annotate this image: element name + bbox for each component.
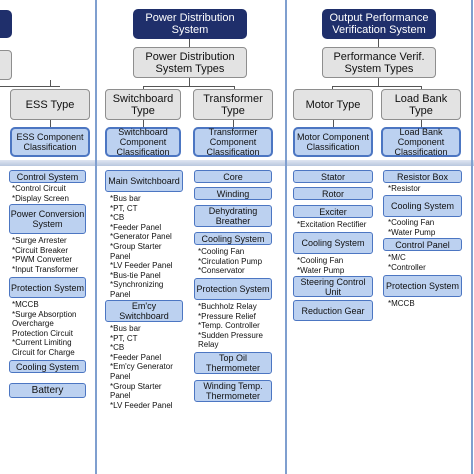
connector (378, 78, 379, 86)
ess-protection-system: Protection System (9, 277, 86, 298)
ess-component-classification: ESS Component Classification (10, 127, 90, 157)
transformer-core: Core (194, 170, 272, 183)
ess-protection-items: *MCCB *Surge Absorption Overcharge Prote… (12, 300, 77, 357)
connector (332, 86, 333, 89)
switchboard-type: Switchboard Type (105, 89, 181, 120)
motor-cooling-system: Cooling System (293, 232, 373, 254)
ess-power-conversion-system: Power Conversion System (9, 204, 86, 234)
ess-control-system: Control System (9, 170, 86, 183)
transformer-protection-items: *Buchholz Relay *Pressure Relief *Temp. … (198, 302, 263, 350)
loadbank-protection-system: Protection System (383, 275, 462, 297)
connector (143, 86, 235, 87)
motor-cooling-items: *Cooling Fan *Water Pump (297, 256, 345, 275)
ess-battery: Battery (9, 383, 86, 398)
connector (233, 120, 234, 127)
ess-type: ESS Type (10, 89, 90, 120)
motor-rotor: Rotor (293, 187, 373, 200)
output-verification-header: Output Performance Verification System (322, 9, 436, 39)
transformer-cooling-system: Cooling System (194, 232, 272, 245)
emcy-switchboard: Em'cy Switchboard (105, 300, 183, 322)
connector (378, 39, 379, 47)
transformer-winding: Winding (194, 187, 272, 200)
transformer-dehydrating-breather: Dehydrating Breather (194, 205, 272, 227)
connector (143, 120, 144, 127)
transformer-protection-system: Protection System (194, 278, 272, 300)
header-cutoff (0, 10, 12, 38)
connector (332, 86, 422, 87)
loadbank-resistor-box: Resistor Box (383, 170, 462, 183)
loadbank-type: Load Bank Type (381, 89, 461, 120)
power-distribution-types: Power Distribution System Types (133, 47, 247, 78)
motor-steering-control-unit: Steering Control Unit (293, 276, 373, 297)
connector (333, 120, 334, 127)
loadbank-control-panel: Control Panel (383, 238, 462, 251)
connector (189, 39, 190, 47)
main-switchboard: Main Switchboard (105, 170, 183, 192)
connector (189, 78, 190, 86)
transformer-top-oil-thermometer: Top Oil Thermometer (194, 352, 272, 374)
transformer-cooling-items: *Cooling Fan *Circulation Pump *Conserva… (198, 247, 263, 276)
column-divider (285, 0, 287, 474)
loadbank-resistor-items: *Resistor (388, 184, 421, 193)
loadbank-protection-items: *MCCB (388, 299, 415, 308)
loadbank-control-items: *M/C *Controller (388, 253, 426, 272)
motor-type: Motor Type (293, 89, 373, 120)
main-switchboard-items: *Bus bar *PT, CT *CB *Feeder Panel *Gene… (110, 194, 173, 299)
motor-exciter-items: *Excitation Rectifier (297, 220, 367, 229)
connector (421, 120, 422, 127)
ess-control-items: *Control Circuit *Display Screen (12, 184, 69, 203)
connector (234, 86, 235, 89)
section-separator (0, 160, 474, 166)
types-cutoff (0, 50, 12, 80)
connector (50, 120, 51, 127)
switchboard-component-classification: Switchboard Component Classification (105, 127, 181, 157)
loadbank-component-classification: Load Bank Component Classification (381, 127, 461, 157)
transformer-component-classification: Transformer Component Classification (193, 127, 273, 157)
column-divider (95, 0, 97, 474)
ess-cooling-system: Cooling System (9, 360, 86, 373)
connector (50, 80, 51, 87)
motor-reduction-gear: Reduction Gear (293, 300, 373, 321)
ess-power-conversion-items: *Surge Arrester *Circuit Breaker *PWM Co… (12, 236, 79, 274)
connector (143, 86, 144, 89)
motor-exciter: Exciter (293, 205, 373, 218)
loadbank-cooling-system: Cooling System (383, 195, 462, 217)
connector (421, 86, 422, 89)
connector (0, 86, 60, 87)
column-divider (471, 0, 473, 474)
loadbank-cooling-items: *Cooling Fan *Water Pump (388, 218, 436, 237)
transformer-type: Transformer Type (193, 89, 273, 120)
performance-verif-types: Performance Verif. System Types (322, 47, 436, 78)
transformer-winding-temp-thermometer: Winding Temp. Thermometer (194, 380, 272, 402)
power-distribution-header: Power Distribution System (133, 9, 247, 39)
motor-component-classification: Motor Component Classification (293, 127, 373, 157)
emcy-switchboard-items: *Bus bar *PT, CT *CB *Feeder Panel *Em'c… (110, 324, 173, 410)
motor-stator: Stator (293, 170, 373, 183)
